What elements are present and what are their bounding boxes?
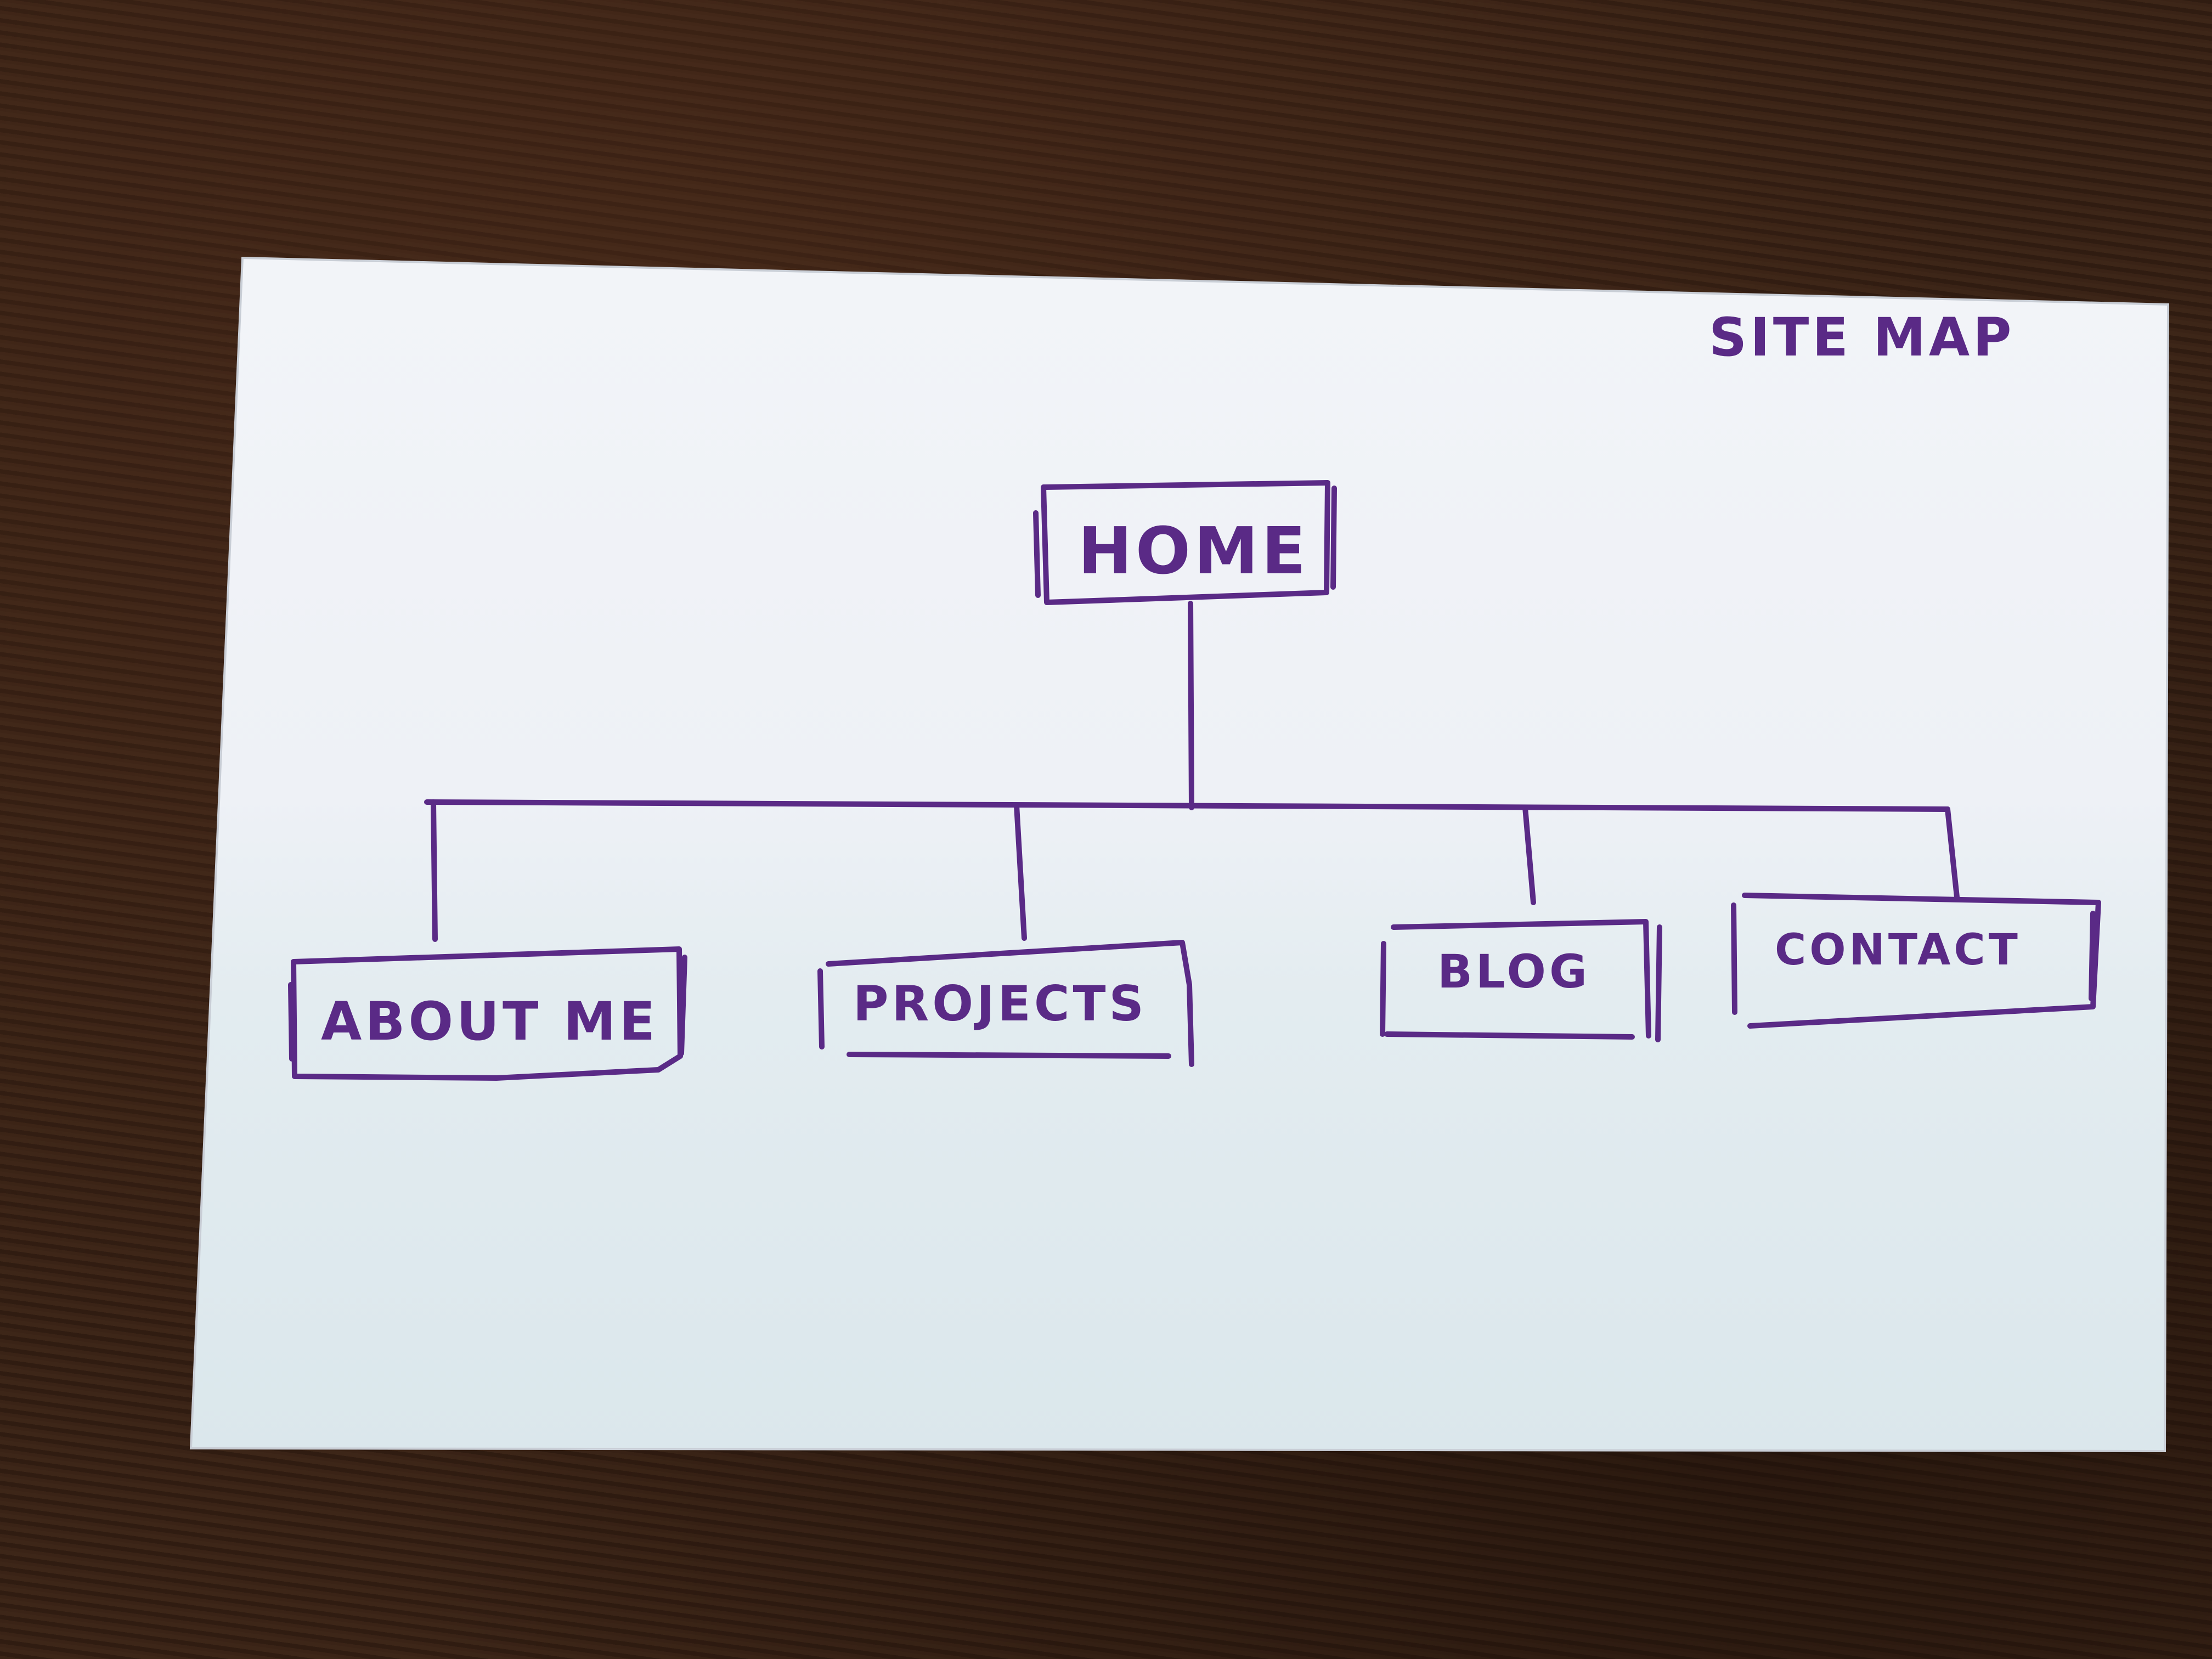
horizontal-bus-line [424,799,1950,812]
contact-box-outline [1731,893,2101,1029]
blog-node: BLOG [1380,919,1662,1042]
home-label: HOME [1078,513,1309,589]
contact-node: CONTACT [1731,893,2101,1029]
home-box-outline [1033,480,1337,605]
projects-label: PROJECTS [853,975,1147,1032]
connector-lines [424,601,1960,942]
card-paper [189,256,2170,1453]
about-me-label: ABOUT ME [321,991,658,1052]
about-me-box-outline [288,946,687,1081]
projects-box-outline [817,940,1194,1067]
blog-box-outline [1380,919,1662,1042]
about-branch-line [431,799,438,942]
blog-label: BLOG [1437,945,1590,998]
home-trunk-line [1188,601,1194,810]
about-me-node: ABOUT ME [288,946,687,1081]
contact-branch-line [1945,806,1960,900]
blog-branch-line [1522,805,1536,905]
projects-node: PROJECTS [817,940,1194,1067]
sitemap-title: SITE MAP [1709,307,2015,368]
home-node: HOME [1033,480,1337,605]
contact-label: CONTACT [1775,926,2021,975]
projects-branch-line [1014,803,1027,941]
